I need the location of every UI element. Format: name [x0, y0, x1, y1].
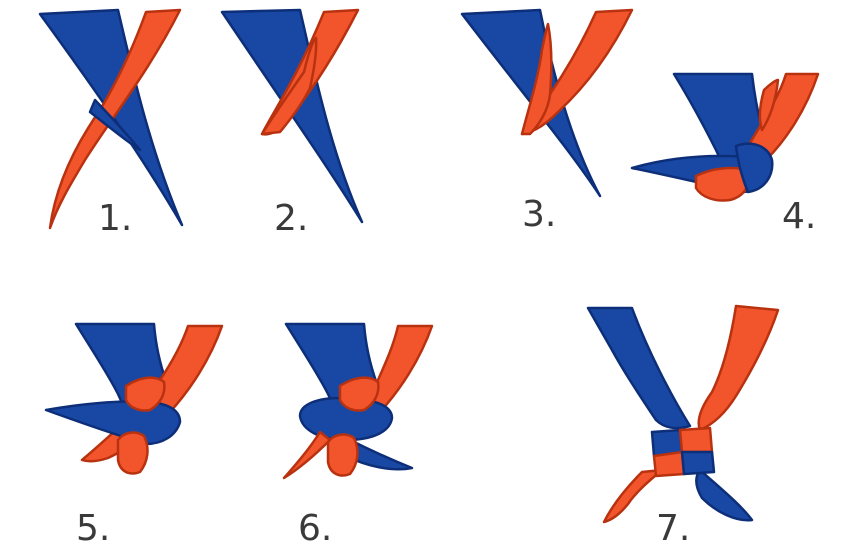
step-number-label: 1.: [98, 198, 132, 239]
step-1-illustration: 1.: [40, 10, 182, 239]
red-ribbon-icon: [284, 432, 330, 478]
step-2-illustration: 2.: [222, 10, 362, 239]
knot-center-icon: [654, 452, 684, 476]
step-number-label: 3.: [522, 194, 556, 235]
step-number-label: 2.: [274, 198, 308, 239]
step-number-label: 4.: [782, 196, 816, 237]
blue-ribbon-icon: [696, 470, 752, 520]
red-ribbon-icon: [699, 306, 778, 430]
knot-center-icon: [680, 428, 712, 452]
step-number-label: 5.: [76, 508, 110, 548]
red-ribbon-icon: [118, 433, 147, 474]
red-ribbon-icon: [604, 470, 662, 522]
step-number-label: 6.: [298, 508, 332, 548]
step-7-illustration: 7.: [588, 306, 778, 548]
blue-ribbon-icon: [588, 308, 690, 428]
step-number-label: 7.: [656, 508, 690, 548]
knot-center-icon: [682, 452, 714, 474]
step-6-illustration: 6.: [284, 324, 432, 548]
step-5-illustration: 5.: [46, 324, 222, 548]
step-3-illustration: 3.: [462, 10, 632, 235]
red-ribbon-icon: [328, 435, 357, 476]
step-4-illustration: 4.: [632, 74, 818, 237]
